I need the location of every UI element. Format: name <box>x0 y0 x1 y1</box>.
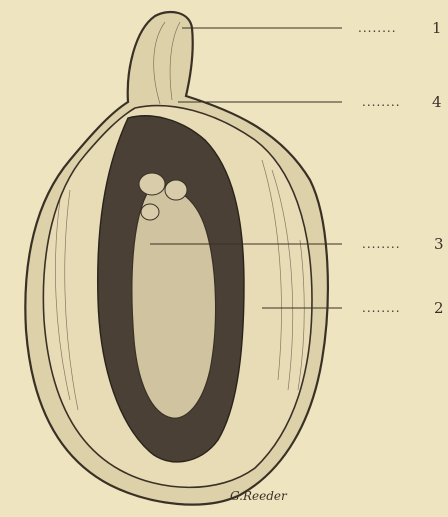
kernel-node-1 <box>139 173 165 195</box>
kernel-node-2 <box>165 180 187 200</box>
callout-dots-3: ........ <box>362 237 401 251</box>
callout-dots-4: ........ <box>362 95 401 109</box>
kernel-node-3 <box>141 204 159 220</box>
callout-dots-1: ........ <box>358 21 397 35</box>
callout-number-1: 1 <box>432 19 442 37</box>
callout-number-2: 2 <box>434 299 444 317</box>
callout-number-3: 3 <box>434 235 444 253</box>
callout-dots-2: ........ <box>362 301 401 315</box>
kernel <box>132 186 216 418</box>
callout-number-4: 4 <box>432 93 442 111</box>
engraver-signature: G.Reeder <box>230 489 288 503</box>
